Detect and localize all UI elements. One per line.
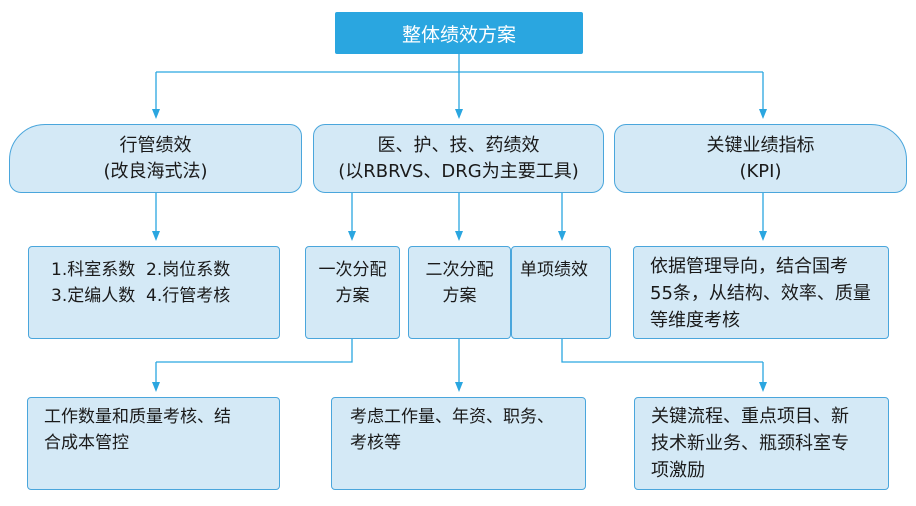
- box-line: 单项绩效: [520, 260, 588, 280]
- box-key-process-incentive: 关键流程、重点项目、新 技术新业务、瓶颈科室专 项激励: [634, 397, 889, 490]
- box-line: 工作数量和质量考核、结: [44, 407, 231, 427]
- box-line: 关键流程、重点项目、新: [651, 406, 849, 427]
- category-label: 行管绩效: [119, 134, 192, 156]
- category-label: 医、护、技、药绩效: [377, 134, 540, 156]
- box-line: 技术新业务、瓶颈科室专: [651, 433, 849, 454]
- box-line: 方案: [335, 286, 370, 306]
- box-first-distribution: 一次分配 方案: [305, 246, 400, 339]
- category-clinical-performance: 医、护、技、药绩效 (以RBRVS、DRG为主要工具): [313, 124, 604, 193]
- category-sublabel: (改良海式法): [103, 160, 208, 182]
- category-label: 关键业绩指标: [706, 134, 815, 156]
- box-line: 考核等: [350, 433, 401, 453]
- box-line: 等维度考核: [650, 310, 740, 331]
- category-admin-performance: 行管绩效 (改良海式法): [9, 124, 302, 193]
- box-workload-seniority: 考虑工作量、年资、职务、 考核等: [331, 397, 586, 490]
- box-quantity-quality: 工作数量和质量考核、结 合成本管控: [27, 397, 280, 490]
- title-box: 整体绩效方案: [335, 12, 583, 54]
- box-line: 方案: [442, 286, 477, 306]
- box-line: 一次分配: [318, 260, 387, 280]
- box-line: 3.定编人数 4.行管考核: [51, 286, 231, 306]
- box-second-distribution: 二次分配 方案: [408, 246, 511, 339]
- box-admin-factors: 1.科室系数 2.岗位系数 3.定编人数 4.行管考核: [28, 246, 280, 339]
- connector-box4-to-box8: [561, 339, 763, 363]
- box-line: 二次分配: [425, 260, 494, 280]
- box-line: 考虑工作量、年资、职务、: [350, 407, 554, 427]
- category-sublabel: (KPI): [739, 160, 782, 182]
- connector-box2-to-box6: [156, 339, 353, 363]
- category-kpi: 关键业绩指标 (KPI): [614, 124, 907, 193]
- title-text: 整体绩效方案: [401, 23, 516, 46]
- box-line: 合成本管控: [44, 433, 129, 453]
- box-kpi-basis: 依据管理导向，结合国考 55条，从结构、效率、质量 等维度考核: [633, 246, 889, 339]
- category-sublabel: (以RBRVS、DRG为主要工具): [338, 160, 579, 182]
- box-line: 1.科室系数 2.岗位系数: [51, 260, 231, 280]
- box-line: 项激励: [651, 460, 705, 481]
- box-single-item-performance: 单项绩效: [511, 246, 611, 339]
- box-line: 55条，从结构、效率、质量: [650, 283, 871, 304]
- box-line: 依据管理导向，结合国考: [650, 256, 848, 277]
